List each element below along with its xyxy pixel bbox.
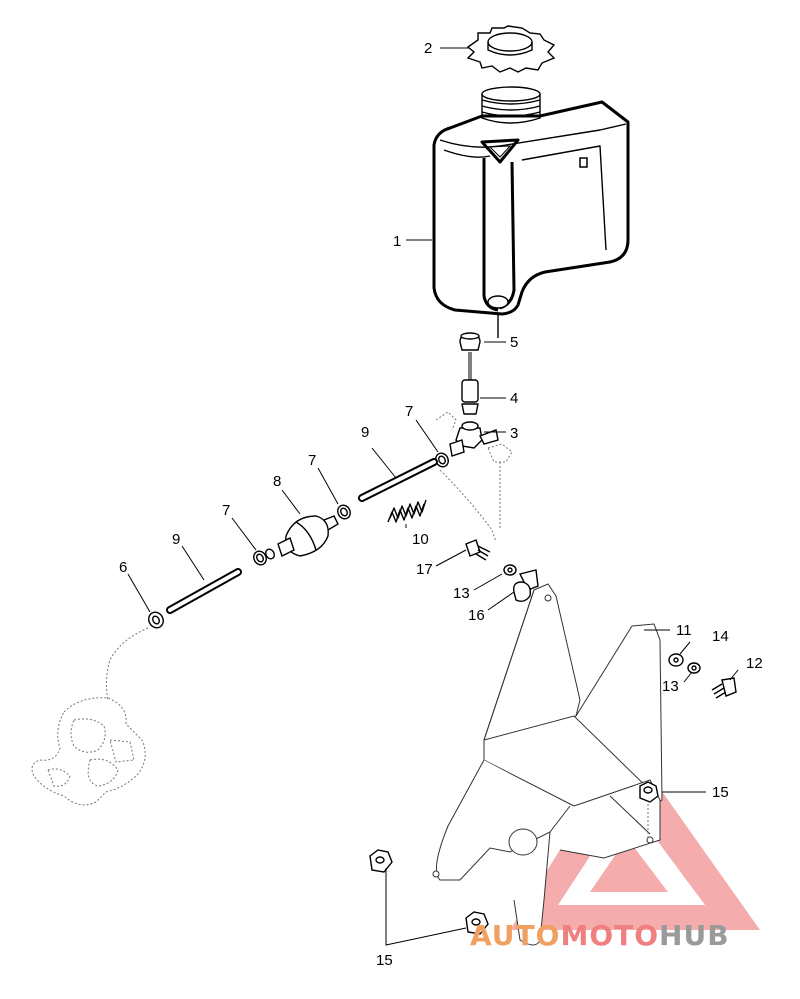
leader-lines [127,47,739,946]
nut-left [369,849,393,873]
pickup-tube [461,352,479,415]
callout-17: 17 [416,561,433,578]
fuel-filter [277,515,339,557]
hose-clamp-lower [148,611,164,629]
callout-1: 1 [393,233,401,250]
callout-labels: 1 2 3 4 5 6 7 7 7 7 8 9 9 10 11 12 13 13… [119,40,763,969]
carburetor-ghost [31,697,146,806]
watermark-hub: HUB [659,919,730,952]
callout-7-c: 7 [222,502,230,519]
bolt-right [711,677,737,699]
callout-15-b: 15 [376,952,393,969]
shutoff-valve [449,421,499,457]
fuel-hose-upper [358,458,438,502]
callout-9-b: 9 [172,531,180,548]
callout-7-a: 7 [405,403,413,420]
watermark-auto: AUTO [470,919,560,952]
callout-9-a: 9 [361,424,369,441]
nut-bottom [465,911,489,935]
hose-clamp-mid-right [337,504,351,520]
fuel-tank [432,86,630,338]
watermark-moto: MOTO [560,919,659,952]
callout-8: 8 [273,473,281,490]
tank-cap [466,25,556,73]
callout-15-a: 15 [712,784,729,801]
callout-2: 2 [424,40,432,57]
mounting-bracket [432,583,663,946]
hose-clip [512,569,539,603]
callout-14: 14 [712,628,729,645]
bolt-small [465,539,491,561]
callout-3: 3 [510,425,518,442]
nut-right [639,781,659,840]
callout-13-b: 13 [662,678,679,695]
callout-13-a: 13 [453,585,470,602]
callout-10: 10 [412,531,429,548]
callout-4: 4 [510,390,518,407]
callout-5: 5 [510,334,518,351]
callout-6: 6 [119,559,127,576]
washer-upper [503,564,517,576]
hose-clamp-mid-left [253,548,275,566]
svg-text:AUTOMOTOHUB: AUTOMOTOHUB [470,919,730,952]
callout-7-b: 7 [308,452,316,469]
ghost-bracket [435,411,513,543]
callout-11: 11 [676,622,692,639]
callout-16: 16 [468,607,485,624]
spring [387,499,427,523]
watermark-logo: AUTOMOTOHUB [470,919,730,952]
washer-right [668,653,701,674]
fuel-hose-lower [166,568,242,614]
callout-12: 12 [746,655,763,672]
grommet [459,332,481,351]
